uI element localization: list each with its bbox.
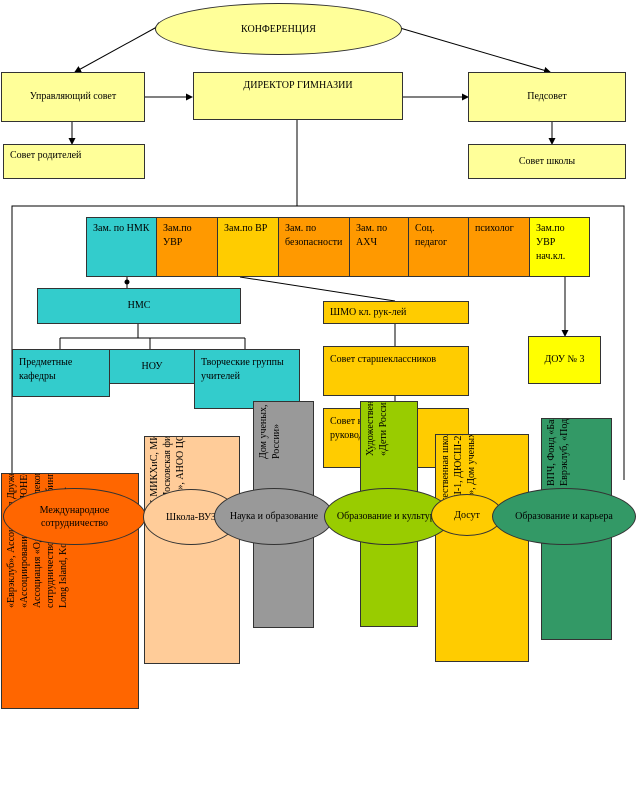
dou-box: ДОУ № 3 [528, 336, 601, 384]
senior-council-box: Совет старшеклассников [323, 346, 469, 396]
nou-box: НОУ [109, 349, 195, 384]
parents-council-box: Совет родителей [3, 144, 145, 179]
conference-node: КОНФЕРЕНЦИЯ [155, 3, 402, 55]
direction-international: Международное сотрудничество [3, 488, 146, 545]
partners-leisure: Художественная школа, Музыкальная школа,… [435, 434, 529, 662]
subject-depts-box: Предметные кафедры [12, 349, 110, 397]
nms-box: НМС [37, 288, 241, 324]
conference-label: КОНФЕРЕНЦИЯ [241, 23, 316, 35]
direction-culture: Образование и культура [324, 488, 452, 545]
parents-council-label: Совет родителей [10, 150, 82, 161]
deputy-uvr-primary: Зам.по УВР нач.кл. [529, 217, 590, 277]
deputy-vr: Зам.по ВР [217, 217, 279, 277]
director-box: ДИРЕКТОР ГИМНАЗИИ [193, 72, 403, 120]
direction-career: Образование и карьера [492, 488, 636, 545]
teachers-council-label: Педсовет [527, 91, 567, 102]
social-pedagogue: Соц. педагог [408, 217, 469, 277]
school-council-label: Совет школы [518, 155, 576, 167]
creative-groups-box: Творческие группы учителей [194, 349, 300, 409]
governing-council-label: Управляющий совет [29, 91, 117, 102]
director-label: ДИРЕКТОР ГИМНАЗИИ [243, 80, 353, 91]
deputy-ahch: Зам. по АХЧ [349, 217, 409, 277]
partners-school-university: МПГУ, МИКХиС, МИРЭА, МГУ, ИИН, МАОК, НОУ… [144, 436, 240, 664]
school-council-box: Совет школы [468, 144, 626, 179]
shmo-box: ШМО кл. рук-лей [323, 301, 469, 324]
teachers-council-box: Педсовет [468, 72, 626, 122]
deputy-uvr: Зам.по УВР [156, 217, 218, 277]
deputy-safety: Зам. по безопасности [278, 217, 350, 277]
deputy-nmk: Зам. по НМК [86, 217, 157, 277]
governing-council-box: Управляющий совет [1, 72, 145, 122]
psychologist: психолог [468, 217, 530, 277]
direction-science: Наука и образование [214, 488, 334, 545]
direction-leisure: Досут [431, 494, 503, 536]
